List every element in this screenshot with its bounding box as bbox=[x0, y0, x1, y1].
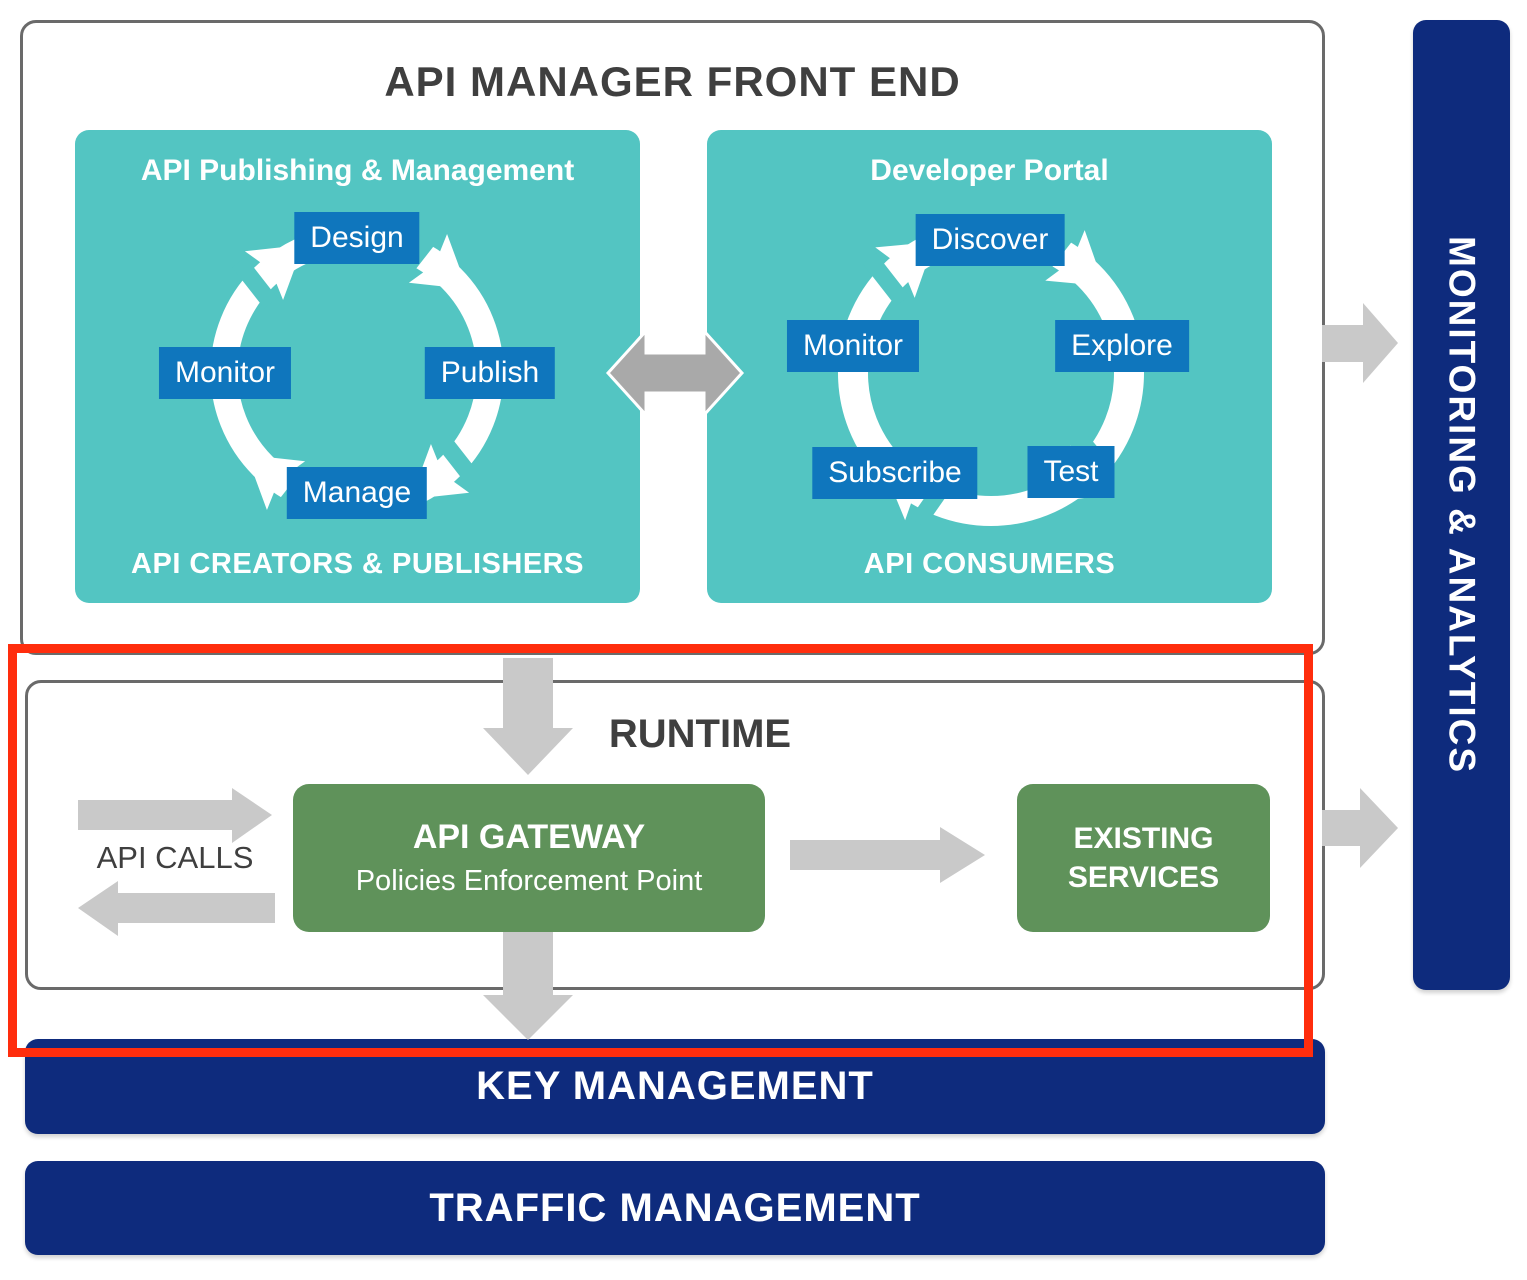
lifecycle-step-monitor: Monitor bbox=[158, 347, 292, 399]
monitoring-analytics-bar: MONITORING & ANALYTICS bbox=[1413, 20, 1510, 990]
traffic-management-bar: TRAFFIC MANAGEMENT bbox=[25, 1161, 1325, 1255]
existing-services-box: EXISTING SERVICES bbox=[1017, 784, 1270, 932]
api-gateway-box: API GATEWAY Policies Enforcement Point bbox=[293, 784, 765, 932]
publishing-panel-title: API Publishing & Management bbox=[140, 154, 575, 187]
monitoring-analytics-label: MONITORING & ANALYTICS bbox=[1441, 235, 1483, 775]
publishing-panel-footer: API CREATORS & PUBLISHERS bbox=[131, 548, 584, 580]
lifecycle-step-manage: Manage bbox=[286, 467, 428, 519]
front-end-title: API MANAGER FRONT END bbox=[384, 58, 961, 105]
existing-services-label: EXISTING SERVICES bbox=[1067, 822, 1220, 894]
api-gateway-subtitle: Policies Enforcement Point bbox=[355, 865, 703, 897]
lifecycle-step-test: Test bbox=[1027, 446, 1115, 498]
lifecycle-step-explore: Explore bbox=[1055, 320, 1189, 372]
lifecycle-step-subscribe: Subscribe bbox=[812, 447, 978, 499]
lifecycle-step-monitor: Monitor bbox=[786, 320, 920, 372]
developer-portal-panel: Developer Portal Discover Explore Test S… bbox=[707, 130, 1272, 603]
api-publishing-panel: API Publishing & Management Design Publi… bbox=[75, 130, 640, 603]
portal-panel-footer: API CONSUMERS bbox=[863, 548, 1116, 580]
api-gateway-title: API GATEWAY bbox=[412, 818, 646, 856]
portal-panel-title: Developer Portal bbox=[870, 154, 1109, 187]
frontend-to-monitoring-arrow-icon bbox=[1322, 303, 1398, 383]
api-calls-label: API CALLS bbox=[96, 840, 254, 875]
key-management-bar: KEY MANAGEMENT bbox=[25, 1039, 1325, 1134]
lifecycle-step-discover: Discover bbox=[915, 214, 1065, 266]
key-management-label: KEY MANAGEMENT bbox=[476, 1064, 874, 1108]
lifecycle-step-design: Design bbox=[294, 212, 420, 264]
lifecycle-step-publish: Publish bbox=[424, 347, 556, 399]
runtime-to-monitoring-arrow-icon bbox=[1322, 788, 1398, 868]
runtime-title: RUNTIME bbox=[608, 712, 792, 756]
traffic-management-label: TRAFFIC MANAGEMENT bbox=[429, 1185, 921, 1230]
